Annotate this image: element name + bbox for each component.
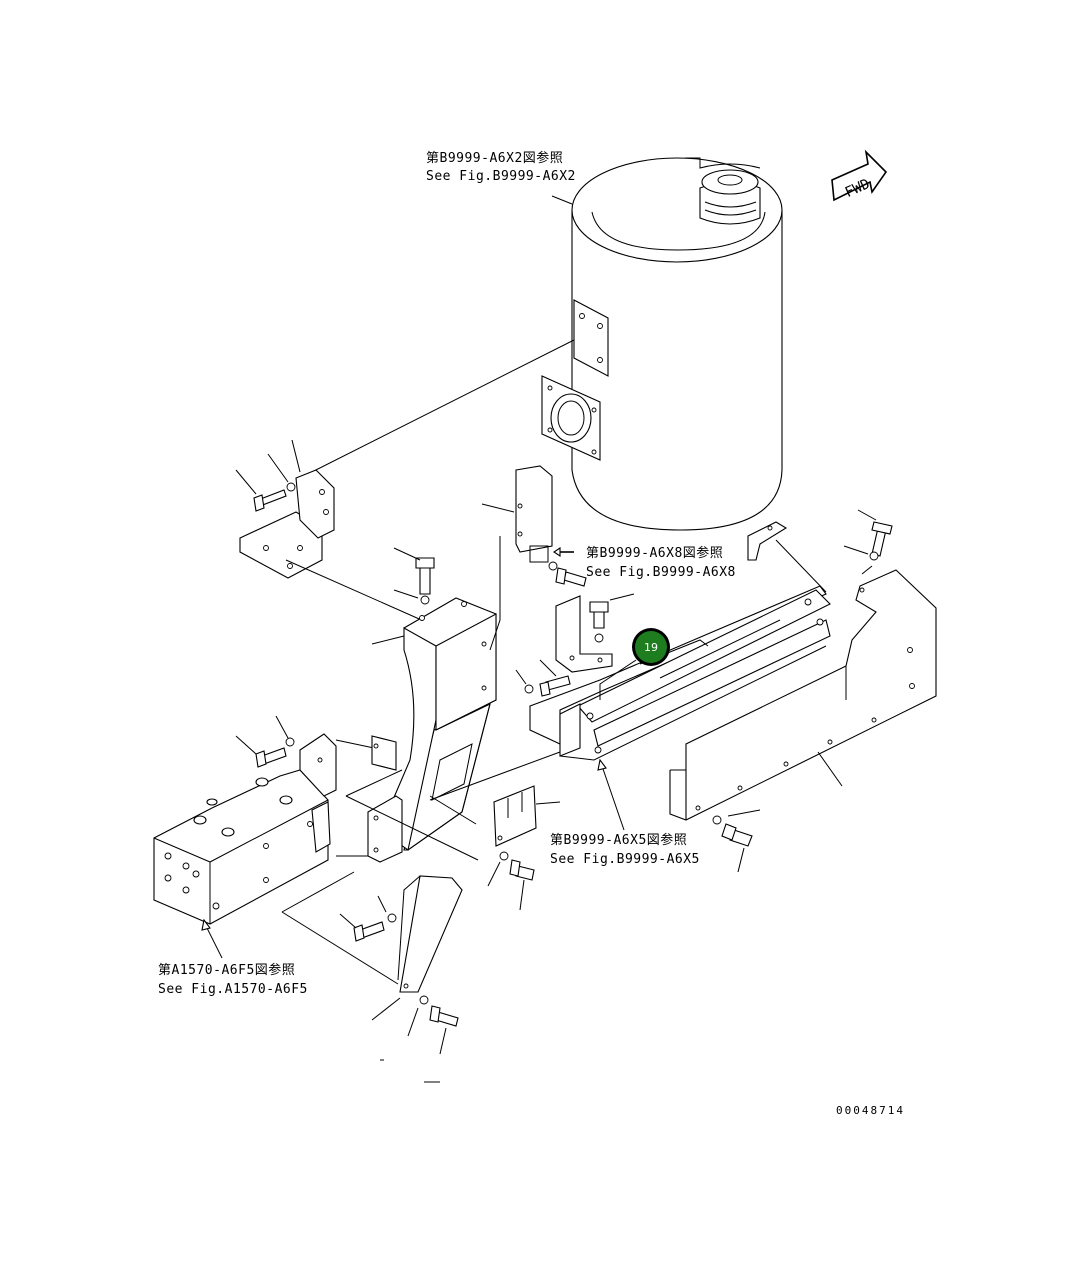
washer-icon xyxy=(499,851,509,861)
tank-ref-line2: See Fig.B9999-A6X2 xyxy=(426,169,576,184)
tall-pillar-bracket xyxy=(379,597,497,851)
bracket-ref-line2: See Fig.B9999-A6X8 xyxy=(586,565,736,580)
badge-number: 19 xyxy=(644,641,658,654)
washer-icon xyxy=(524,684,534,694)
bolt-icon xyxy=(555,567,587,587)
top-strap-bracket xyxy=(747,521,788,561)
bolt-icon xyxy=(589,601,609,629)
bracket-ref-line1: 第B9999-A6X8図参照 xyxy=(586,545,723,561)
washer-icon xyxy=(387,913,397,923)
part-number-badge[interactable]: 19 xyxy=(632,628,670,666)
upper-left-bracket xyxy=(239,469,335,579)
small-upper-bracket xyxy=(515,465,553,563)
bolt-icon xyxy=(539,675,571,697)
bolt-icon xyxy=(429,1005,459,1027)
bolt-icon xyxy=(253,489,287,512)
upright-support-bracket xyxy=(555,595,613,673)
fwd-arrow-icon: FWD xyxy=(831,149,888,202)
tank-reference-callout[interactable]: 第B9999-A6X2図参照 See Fig.B9999-A6X2 xyxy=(426,150,576,184)
document-number: 00048714 xyxy=(836,1104,905,1117)
block-ref-leader xyxy=(205,925,223,959)
bolt-icon xyxy=(353,921,385,942)
frame-reference-callout[interactable]: 第B9999-A6X5図参照 See Fig.B9999-A6X5 xyxy=(550,832,700,867)
badge-leader xyxy=(599,659,637,700)
frame-ref-leader xyxy=(601,765,625,831)
washer-icon xyxy=(420,595,430,605)
bracket-reference-callout[interactable]: 第B9999-A6X8図参照 See Fig.B9999-A6X8 xyxy=(586,545,736,580)
block-reference-callout[interactable]: 第A1570-A6F5図参照 See Fig.A1570-A6F5 xyxy=(158,962,308,997)
washer-icon xyxy=(548,561,558,571)
bolt-icon xyxy=(255,747,287,768)
lower-center-plate xyxy=(367,735,403,863)
bolt-icon xyxy=(871,521,893,557)
bolt-icon xyxy=(509,859,535,881)
washer-icon xyxy=(286,482,296,492)
block-ref-line2: See Fig.A1570-A6F5 xyxy=(158,982,308,997)
tank-cylinder xyxy=(541,157,783,531)
right-frame-rail xyxy=(529,569,937,821)
bolt-icon xyxy=(721,823,753,847)
lower-angled-bracket xyxy=(397,875,463,993)
bolt-icon xyxy=(415,557,435,595)
washer-icon xyxy=(285,737,295,747)
badge-fill xyxy=(635,631,667,663)
tank-ref-line1: 第B9999-A6X2図参照 xyxy=(426,150,563,166)
block-ref-line1: 第A1570-A6F5図参照 xyxy=(158,962,295,978)
washer-icon xyxy=(419,995,429,1005)
frame-ref-line1: 第B9999-A6X5図参照 xyxy=(550,832,687,848)
fwd-label: FWD xyxy=(843,176,873,201)
washer-icon xyxy=(712,815,722,825)
left-block-assembly xyxy=(153,733,337,925)
frame-ref-line2: See Fig.B9999-A6X5 xyxy=(550,852,700,867)
slotted-plate xyxy=(493,785,537,847)
washer-icon xyxy=(869,551,879,561)
washer-icon xyxy=(594,633,604,643)
